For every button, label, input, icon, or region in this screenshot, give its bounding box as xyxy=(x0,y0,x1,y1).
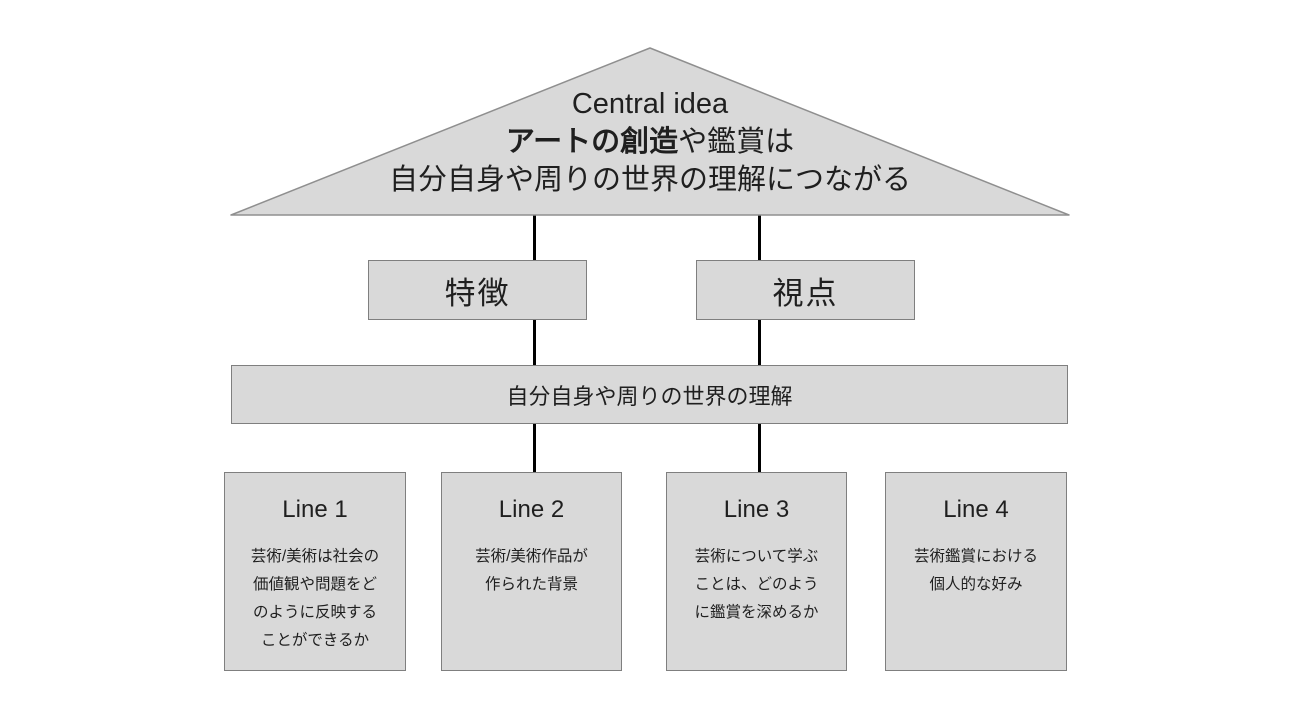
line-2-body: 芸術/美術作品が 作られた背景 xyxy=(475,548,588,593)
central-idea-statement-rest: や鑑賞は xyxy=(678,126,795,158)
line-1-body: 芸術/美術は社会の 価値観や問題をど のように反映する ことができるか xyxy=(250,548,380,649)
central-idea-statement-line2: 自分自身や周りの世界の理解につながる xyxy=(388,164,911,196)
line-4-body: 芸術鑑賞における 個人的な好み xyxy=(913,548,1038,593)
line-4-box: Line 4 芸術鑑賞における 個人的な好み xyxy=(885,472,1067,671)
central-idea-triangle xyxy=(230,47,1070,216)
line-3-box: Line 3 芸術について学ぶ ことは、どのよう に鑑賞を深めるか xyxy=(666,472,847,671)
central-idea-statement-line1: アートの創造や鑑賞は xyxy=(0,123,1300,161)
line-2-box: Line 2 芸術/美術作品が 作られた背景 xyxy=(441,472,622,671)
line-3-title: Line 3 xyxy=(723,496,790,523)
line-1-box: Line 1 芸術/美術は社会の 価値観や問題をど のように反映する ことができ… xyxy=(224,472,406,671)
line-3-body: 芸術について学ぶ ことは、どのよう に鑑賞を深めるか xyxy=(694,548,819,621)
line-1-title: Line 1 xyxy=(282,496,348,523)
branch-label: 視点 xyxy=(772,275,839,311)
central-idea-label: Central idea xyxy=(571,88,729,120)
central-idea-text: Central idea アートの創造や鑑賞は 自分自身や周りの世界の理解につな… xyxy=(0,85,1300,199)
line-4-title: Line 4 xyxy=(943,496,1009,523)
branch-box-features: 特徴 xyxy=(368,260,587,320)
summary-bar: 自分自身や周りの世界の理解 xyxy=(231,365,1068,424)
line-2-title: Line 2 xyxy=(498,496,565,523)
branch-label: 特徴 xyxy=(444,275,511,311)
branch-box-viewpoints: 視点 xyxy=(696,260,915,320)
summary-bar-label: 自分自身や周りの世界の理解 xyxy=(506,383,793,409)
central-idea-statement-bold: アートの創造 xyxy=(505,126,679,158)
